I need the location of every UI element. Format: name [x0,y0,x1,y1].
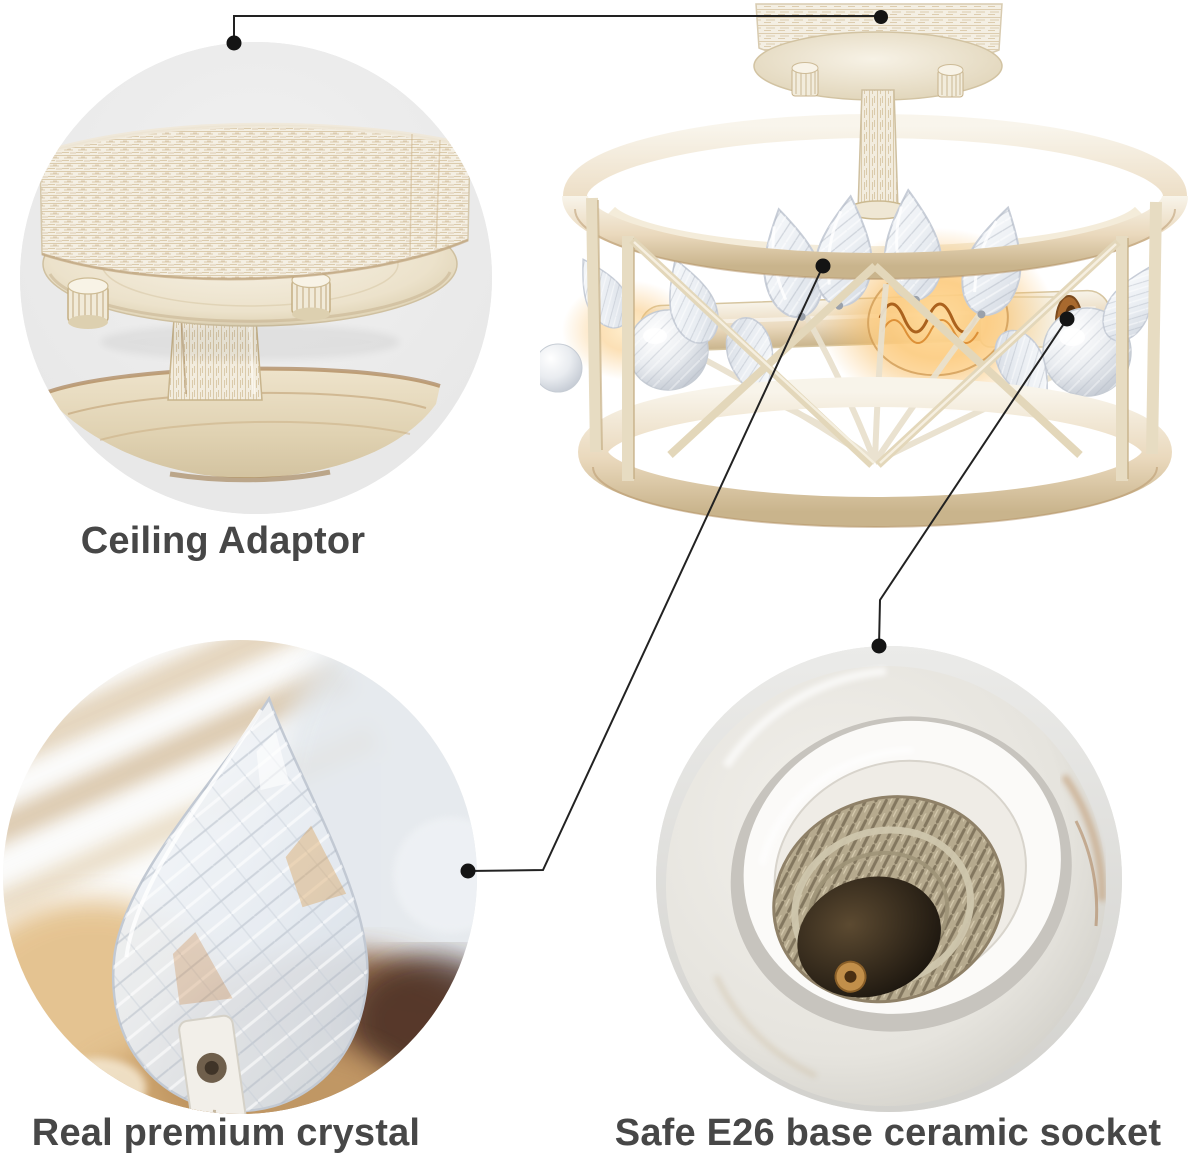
socket-illustration [656,646,1122,1112]
feature-label-ceiling-adaptor: Ceiling Adaptor [80,520,366,562]
adaptor-shadow [100,324,400,360]
socket-opening [730,716,1072,1032]
feature-label-crystal: Real premium crystal [31,1112,421,1154]
crystal-detail-image [3,640,477,1114]
crystal-hanger-clip [178,1014,247,1114]
adaptor-disc-wall [39,122,471,281]
product-stem [847,89,909,220]
ceiling-adaptor-illustration [20,42,492,514]
ceiling-adaptor-detail-image [20,42,492,514]
adaptor-screw-right [291,271,331,321]
feature-label-socket: Safe E26 base ceramic socket [614,1112,1162,1154]
product-canopy [753,3,1003,101]
socket-detail-image [656,646,1122,1112]
faceted-teardrop-crystal [111,695,369,1113]
crystal-illustration [3,640,477,1114]
adaptor-screw-left [67,277,109,329]
crystal-ball-edge [540,343,583,393]
socket-cavity [797,876,941,998]
product-image [540,3,1188,528]
